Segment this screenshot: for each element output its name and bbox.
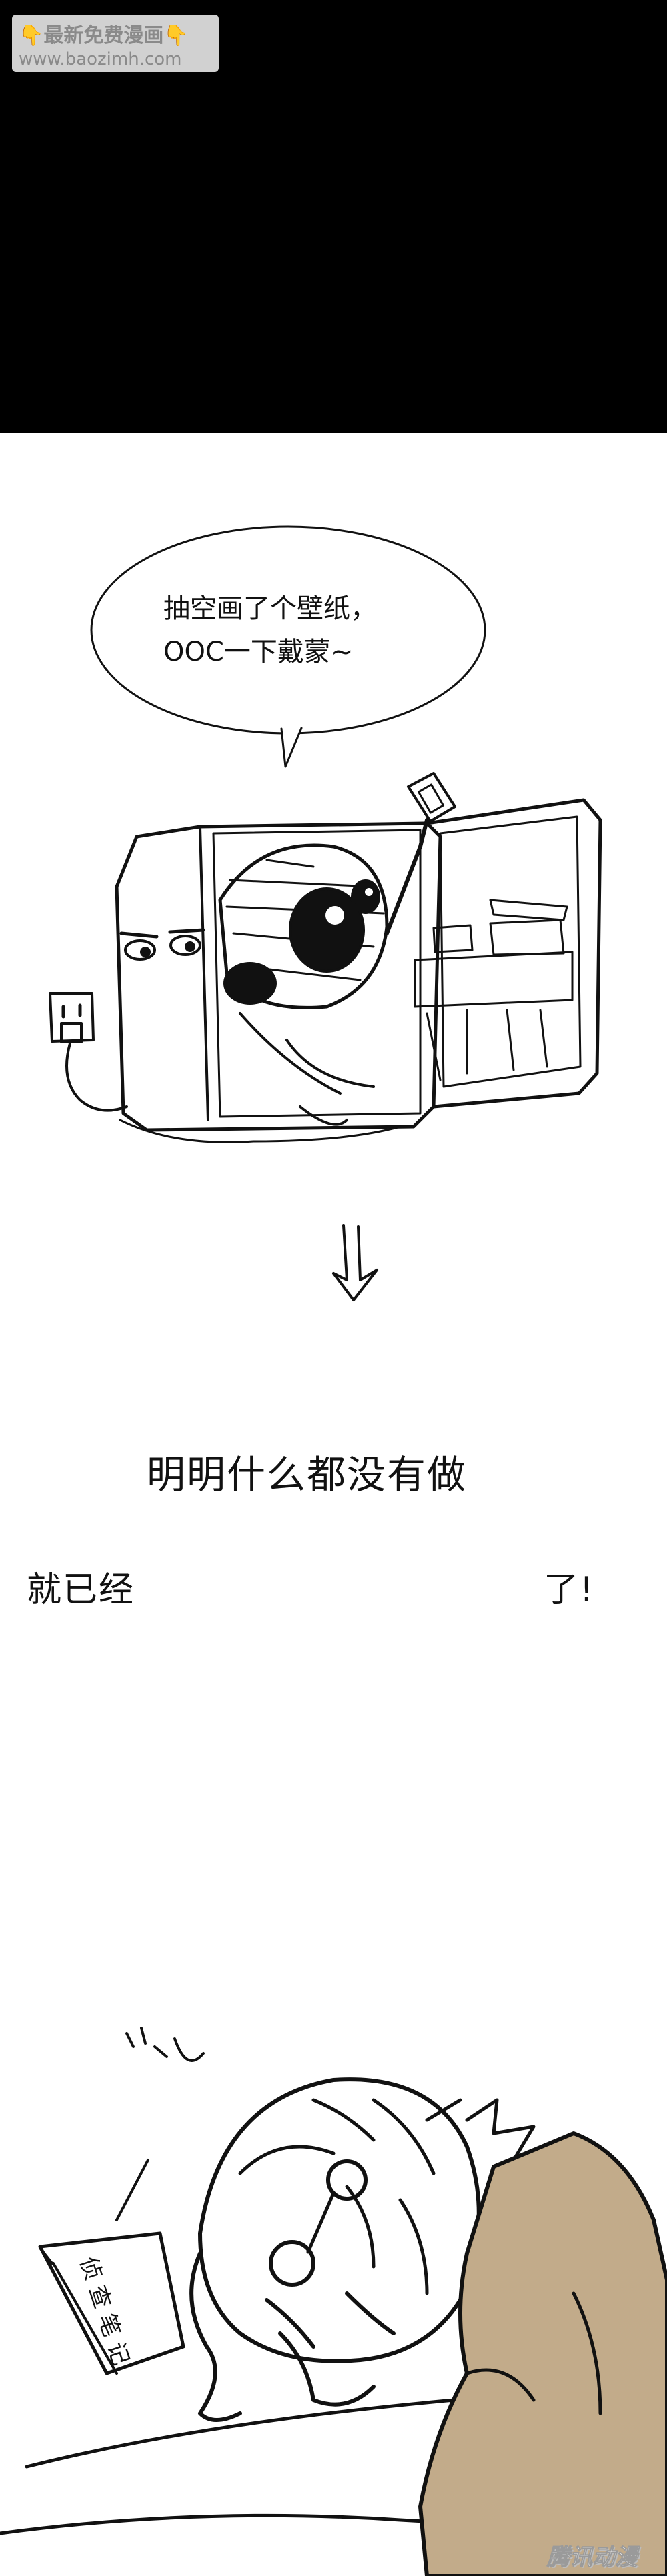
down-arrow: [332, 1224, 378, 1301]
speech-line-2: OOC一下戴蒙~: [163, 637, 354, 667]
hand-pointer-icon: 👇: [19, 24, 44, 47]
brown-coat: [418, 2131, 667, 2576]
fridge-illustration: [49, 798, 602, 1143]
hand-pointer-icon: 👇: [163, 24, 189, 47]
caption-left: 就已经: [27, 1570, 135, 1610]
caption-main: 明明什么都没有做: [147, 1452, 468, 1497]
speech-bubble: [90, 525, 486, 768]
source-logo: 腾讯动漫: [547, 2544, 638, 2571]
watermark-url: www.baozimh.com: [19, 49, 182, 69]
mummy-character: [218, 772, 456, 1126]
site-watermark[interactable]: 👇最新免费漫画👇 www.baozimh.com: [12, 15, 219, 72]
top-black-band: [0, 0, 667, 433]
caption-right: 了!: [544, 1570, 595, 1610]
watermark-title: 👇最新免费漫画👇: [19, 19, 212, 48]
speech-line-1: 抽空画了个壁纸，: [163, 593, 377, 624]
notebook-label: 侦 查 笔 记: [74, 2253, 134, 2369]
watermark-title-text: 最新免费漫画: [43, 24, 164, 47]
